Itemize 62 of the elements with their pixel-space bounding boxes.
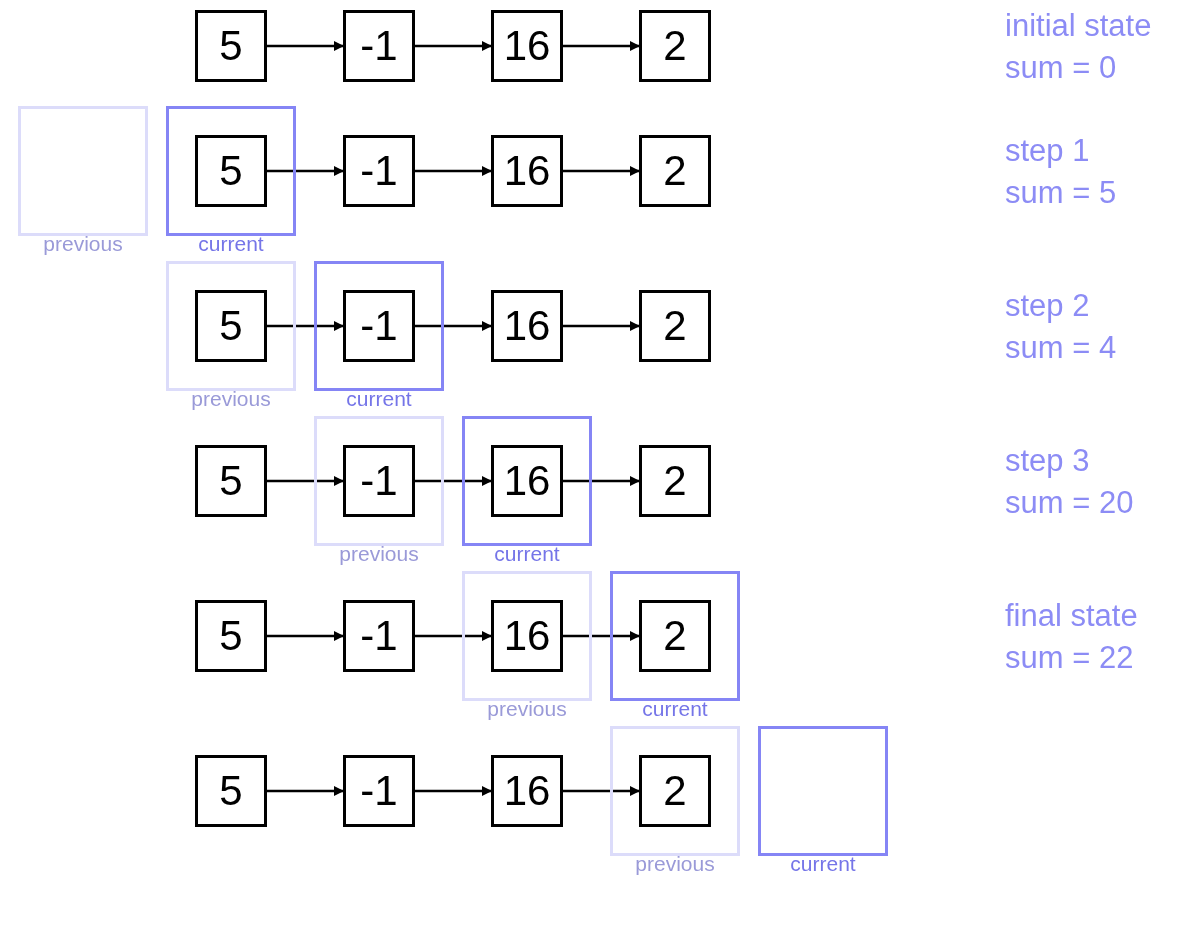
list-node-box: 5 [195,600,267,672]
list-node-box: 5 [195,10,267,82]
pointer-label: previous [190,388,272,410]
list-node-box: 2 [639,135,711,207]
pointer-label: current [641,698,709,720]
step-note: final state [1005,598,1138,634]
list-node-box: 2 [639,755,711,827]
list-node-box: 5 [195,290,267,362]
step-note: step 3 [1005,443,1090,479]
arrow [267,41,344,51]
list-node-box: 16 [491,135,563,207]
list-node-box: 2 [639,290,711,362]
arrow [563,41,640,51]
pointer-label: current [789,853,857,875]
list-node-box: 16 [491,755,563,827]
step-note: sum = 5 [1005,175,1117,211]
pointer-label: previous [486,698,568,720]
arrow [563,786,640,796]
pointer-label: current [197,233,265,255]
list-node-box: -1 [343,445,415,517]
list-node-box: 2 [639,10,711,82]
arrow [563,321,640,331]
arrow [415,166,492,176]
pointer-label: previous [338,543,420,565]
list-node-box: -1 [343,755,415,827]
list-node-box: 16 [491,600,563,672]
pointer-label: current [493,543,561,565]
arrow [415,476,492,486]
step-note: sum = 22 [1005,640,1134,676]
arrow [415,321,492,331]
list-node-box: 16 [491,10,563,82]
arrow [267,166,344,176]
list-node-box: 5 [195,755,267,827]
arrow [267,631,344,641]
list-node-box: 2 [639,445,711,517]
list-node-box: 16 [491,445,563,517]
arrow [267,476,344,486]
list-node-box: 16 [491,290,563,362]
list-node-box: 5 [195,135,267,207]
pointer-label: current [345,388,413,410]
arrow [267,321,344,331]
arrow [563,631,640,641]
pointer-label: previous [42,233,124,255]
arrow [415,631,492,641]
step-note: sum = 20 [1005,485,1134,521]
list-node-box: -1 [343,135,415,207]
list-node-box: -1 [343,10,415,82]
pointer-label: previous [634,853,716,875]
arrow [563,476,640,486]
step-note: sum = 4 [1005,330,1117,366]
step-note: step 1 [1005,133,1090,169]
step-note: sum = 0 [1005,50,1117,86]
list-node-box: 2 [639,600,711,672]
arrow [415,786,492,796]
step-note: initial state [1005,8,1152,44]
list-node-box: -1 [343,600,415,672]
step-note: step 2 [1005,288,1090,324]
list-node-box: -1 [343,290,415,362]
arrow [267,786,344,796]
arrow [415,41,492,51]
list-node-box: 5 [195,445,267,517]
arrow [563,166,640,176]
